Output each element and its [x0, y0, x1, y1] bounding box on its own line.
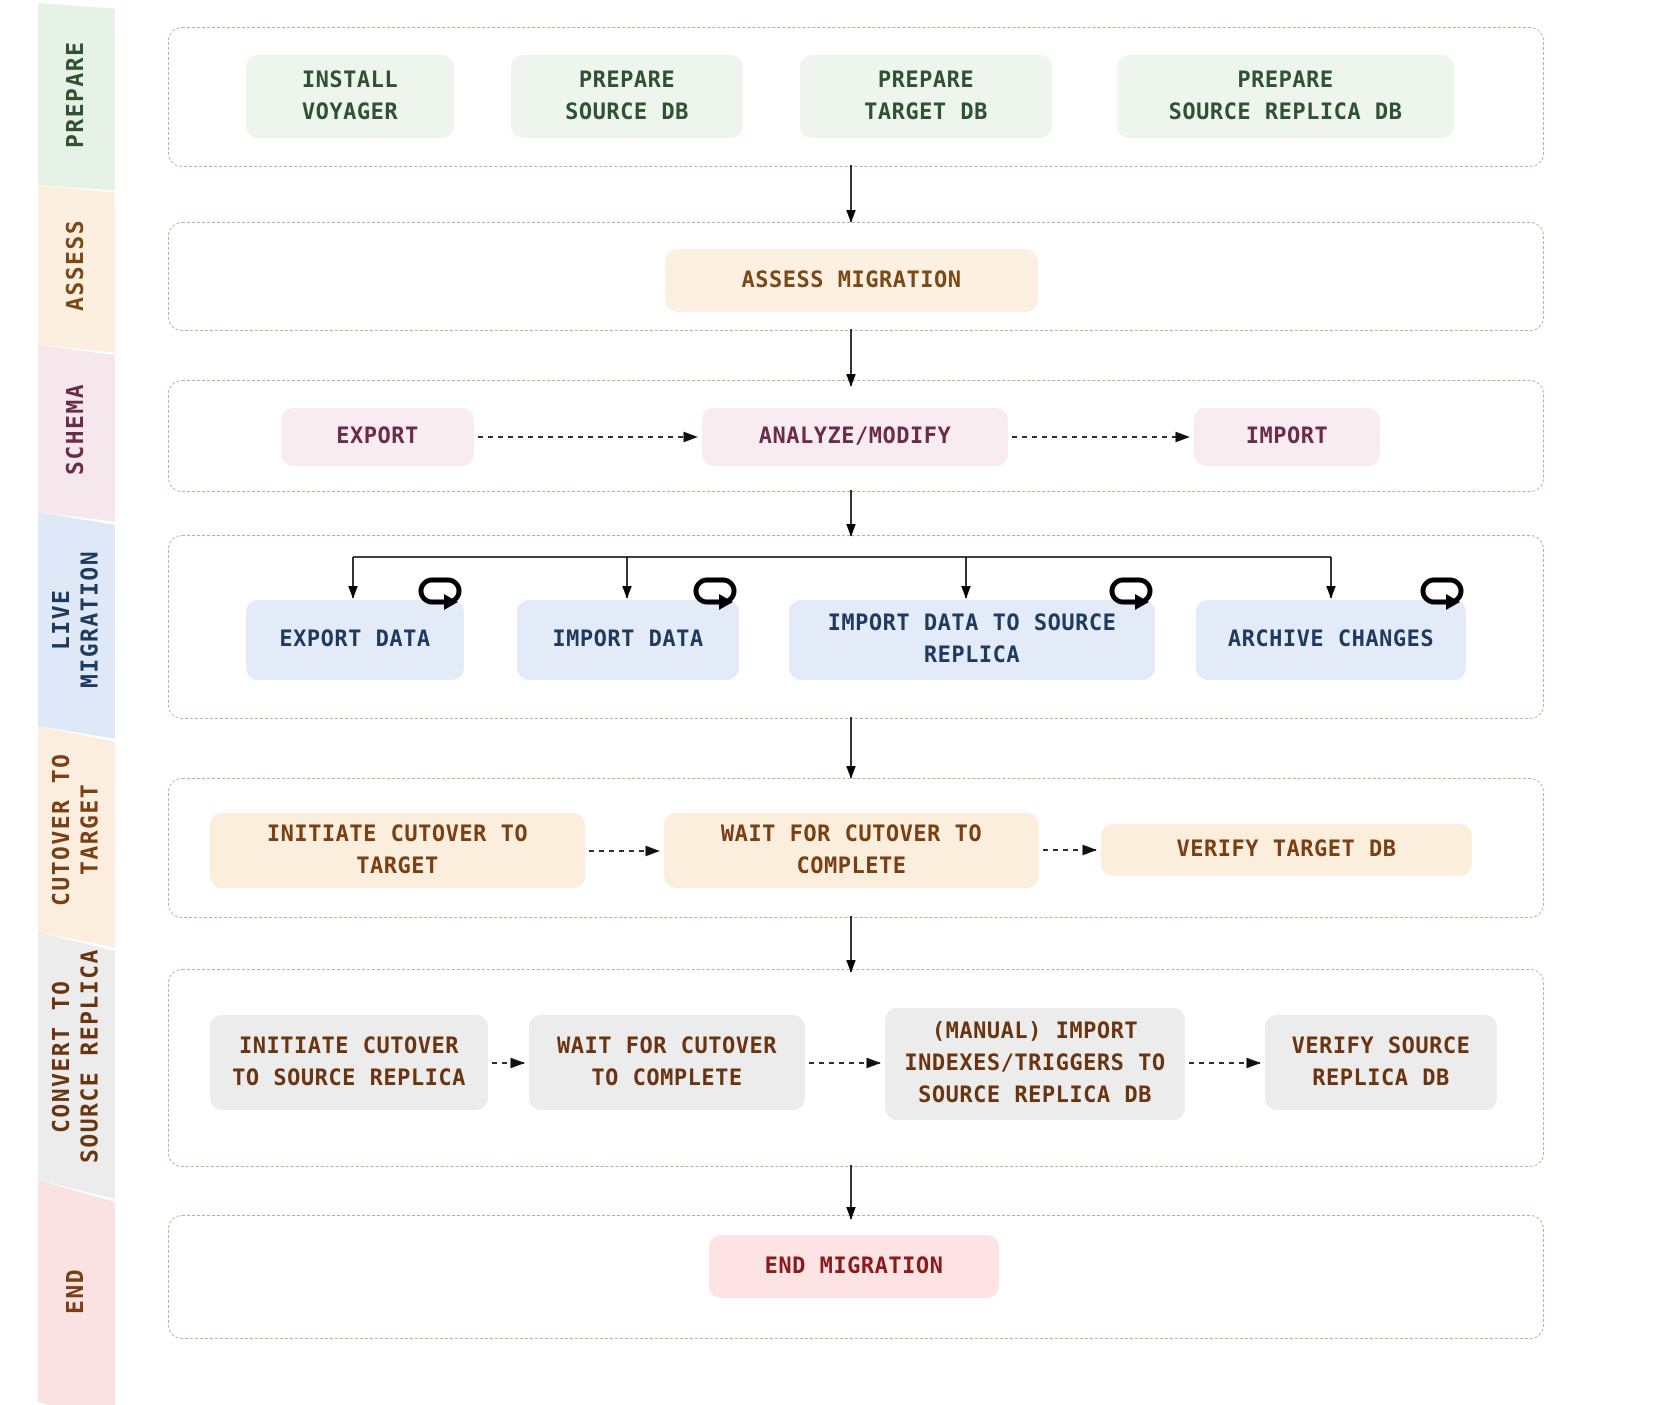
stage-band-shape [38, 345, 115, 522]
node-end-migration[interactable]: END MIGRATION [709, 1235, 999, 1298]
stage-band-shape [38, 726, 115, 948]
lane-live [168, 535, 1544, 719]
node-analyze-modify[interactable]: ANALYZE/MODIFY [702, 408, 1008, 466]
node-import[interactable]: IMPORT [1194, 408, 1380, 466]
stage-band-shape [38, 3, 115, 191]
lane-schema [168, 380, 1544, 492]
stage-band-assess: ASSESS [0, 185, 160, 345]
node-wait-for-cutover-to-complete[interactable]: WAIT FOR CUTOVER TO COMPLETE [664, 813, 1039, 888]
node-prepare-source-db[interactable]: PREPARE SOURCE DB [511, 55, 743, 138]
stage-band-label: SCHEMA [63, 382, 90, 475]
stage-band-schema: SCHEMA [0, 345, 160, 512]
node-install-voyager[interactable]: INSTALL VOYAGER [246, 55, 454, 138]
node-archive-changes[interactable]: ARCHIVE CHANGES [1196, 600, 1466, 680]
node-verify-source-replica-db[interactable]: VERIFY SOURCE REPLICA DB [1265, 1015, 1497, 1110]
stage-band-label: CONVERT TO SOURCE REPLICA [48, 948, 104, 1164]
stage-band-shape [38, 185, 115, 353]
stage-band-shape [38, 932, 115, 1199]
stage-band-label: ASSESS [63, 218, 90, 312]
stage-band-label: LIVE MIGRATION [48, 549, 104, 689]
node-wait-for-cutover-to-complete[interactable]: WAIT FOR CUTOVER TO COMPLETE [529, 1015, 805, 1110]
stage-band-convert-to-source-replica: CONVERT TO SOURCE REPLICA [0, 932, 160, 1180]
self-loop-icon [693, 577, 737, 610]
stage-band-prepare: PREPARE [0, 3, 160, 185]
stage-band-cutover-to-target: CUTOVER TO TARGET [0, 726, 160, 932]
stage-band-shapes [38, 3, 115, 1405]
stage-sidebar: PREPARE ASSESS SCHEMA LIVE MIGRATION CUTOVER… [0, 0, 160, 1405]
self-loop-icon [1420, 577, 1464, 610]
node-verify-target-db[interactable]: VERIFY TARGET DB [1101, 824, 1472, 876]
stage-band-shape [38, 1180, 115, 1405]
self-loop-icon [1109, 577, 1153, 610]
node-export[interactable]: EXPORT [281, 408, 474, 466]
node-import-data-to-source-replica[interactable]: IMPORT DATA TO SOURCE REPLICA [789, 600, 1155, 680]
lane-convert [168, 969, 1544, 1167]
stage-band-label: END [63, 1267, 90, 1315]
node-manual-import-indexes-triggers-to-source-replica-db[interactable]: (MANUAL) IMPORT INDEXES/TRIGGERS TO SOUR… [885, 1008, 1185, 1120]
node-export-data[interactable]: EXPORT DATA [246, 600, 464, 680]
lane-assess [168, 222, 1544, 331]
stage-band-label: CUTOVER TO TARGET [48, 752, 104, 906]
stage-band-label: PREPARE [63, 40, 90, 148]
self-loop-icon [418, 577, 462, 610]
node-initiate-cutover-to-target[interactable]: INITIATE CUTOVER TO TARGET [210, 813, 585, 888]
node-assess-migration[interactable]: ASSESS MIGRATION [665, 249, 1038, 312]
lane-prepare [168, 27, 1544, 167]
stage-band-end: END [0, 1180, 160, 1402]
lane-cutover [168, 778, 1544, 918]
node-prepare-target-db[interactable]: PREPARE TARGET DB [800, 55, 1052, 138]
node-prepare-source-replica-db[interactable]: PREPARE SOURCE REPLICA DB [1117, 55, 1454, 138]
node-import-data[interactable]: IMPORT DATA [517, 600, 739, 680]
lane-end [168, 1215, 1544, 1339]
stage-band-live-migration: LIVE MIGRATION [0, 512, 160, 726]
node-initiate-cutover-to-source-replica[interactable]: INITIATE CUTOVER TO SOURCE REPLICA [210, 1015, 488, 1110]
stage-band-shape [38, 512, 115, 739]
